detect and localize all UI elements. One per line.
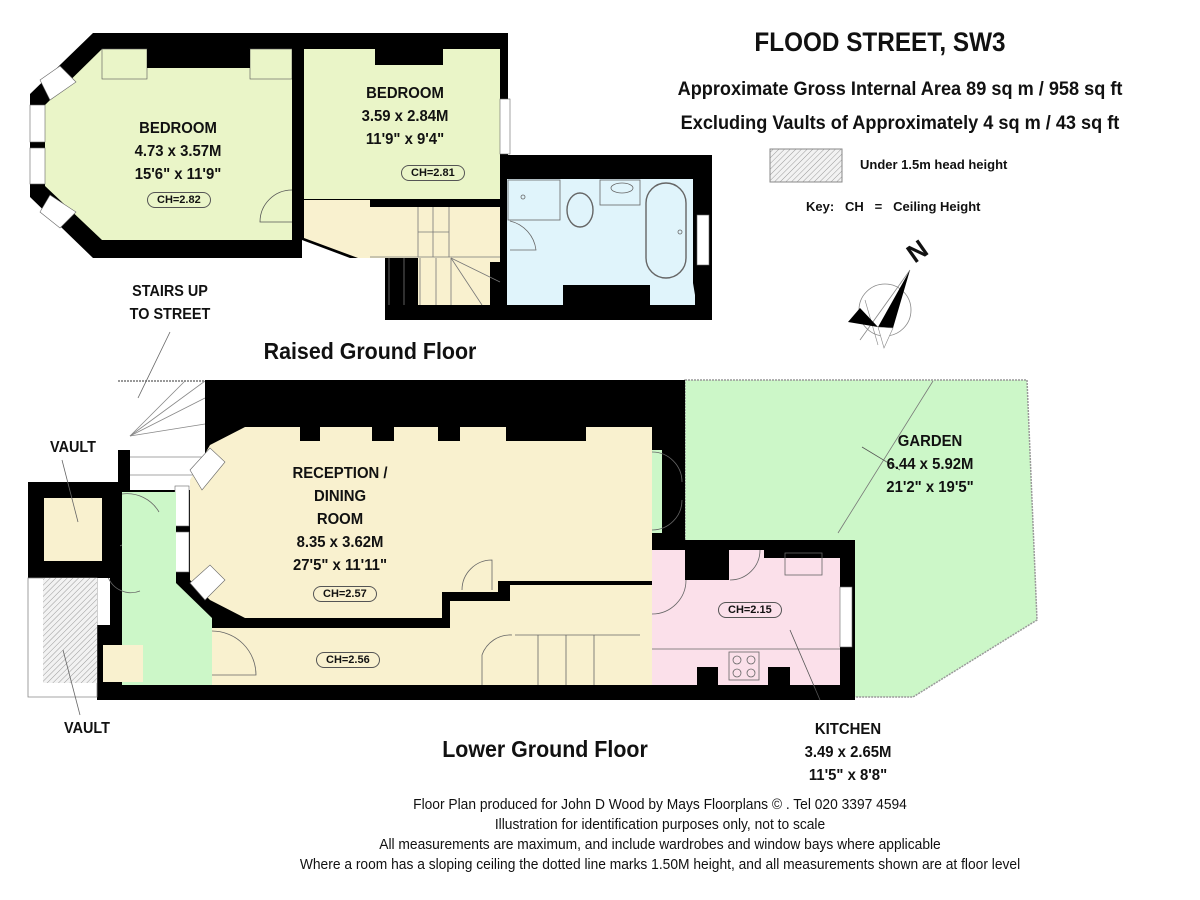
room-size-imperial: 11'9" x 9'4" [365,131,445,148]
room-size-imperial: 27'5" x 11'11" [292,557,388,574]
leader-lines [61,331,171,716]
key-equals: = [874,199,883,214]
footer-disclaimer: Floor Plan produced for John D Wood by M… [274,795,1047,875]
hob-icon [728,651,760,681]
ceiling-height-badge: CH=2.15 [718,602,782,618]
room-size-imperial: 15'6" x 11'9" [134,166,222,183]
bay-window [174,485,190,527]
bedroom-2-label: BEDROOM 3.59 x 2.84M 11'9" x 9'4" [349,82,461,151]
window [839,586,853,648]
bedroom-1-label: BEDROOM 4.73 x 3.57M 15'6" x 11'9" [122,117,234,186]
entrance-hall-floor [122,492,212,685]
raised-ground-floor-title: Raised Ground Floor [263,338,477,364]
vault-label-bottom: VAULT [64,720,110,737]
hatch-legend-label: Under 1.5m head height [860,157,1008,172]
room-size-metric: 8.35 x 3.62M [296,534,384,551]
window [499,98,511,155]
bathroom-floor [507,179,695,305]
bay-window [39,65,77,101]
key-meaning: Ceiling Height [893,199,981,214]
room-name: BEDROOM [366,85,444,102]
room-name: DINING [313,488,367,505]
bay-window [189,447,226,491]
room-name: RECEPTION / [292,465,388,482]
staircase [370,207,501,306]
key-prefix: Key: [806,199,835,214]
room-name: GARDEN [897,433,963,450]
lower-ground-floor [27,379,1038,701]
footer-line-measurements: All measurements are maximum, and includ… [379,836,941,853]
room-name: KITCHEN [814,721,882,738]
garden-label: GARDEN 6.44 x 5.92M 21'2" x 19'5" [874,430,986,499]
bay-window [39,194,77,229]
reception-label: RECEPTION / DINING ROOM 8.35 x 3.62M 27'… [275,462,405,577]
window [696,214,710,266]
stairs-label-line2: TO STREET [129,306,211,323]
bedroom-1-floor [45,49,292,240]
vault-label-top: VAULT [50,439,96,456]
bay-window [174,531,190,573]
room-size-imperial: 11'5" x 8'8" [808,767,888,784]
bay-window [189,564,226,601]
bay-window [29,147,46,185]
footer-line-credit: Floor Plan produced for John D Wood by M… [413,796,907,813]
key-abbr: CH [845,199,864,214]
bay-window [29,104,46,143]
room-name: ROOM [316,511,364,528]
ceiling-height-badge: CH=2.57 [313,586,377,602]
footer-line-sloping: Where a room has a sloping ceiling the d… [299,856,1021,873]
hatch-legend-swatch [769,148,843,183]
room-name: BEDROOM [139,120,217,137]
stairs-label-line1: STAIRS UP [132,283,208,300]
stairs-up-label: STAIRS UP TO STREET [119,280,221,326]
room-size-metric: 6.44 x 5.92M [886,456,974,473]
key-label: Key: CH = Ceiling Height [806,199,980,214]
lower-ground-floor-title: Lower Ground Floor [442,736,648,762]
room-size-metric: 3.49 x 2.65M [804,744,892,761]
raised-ground-floor [29,33,712,320]
compass-icon [848,269,912,349]
room-size-imperial: 21'2" x 19'5" [886,479,974,496]
ceiling-height-badge: CH=2.81 [401,165,465,181]
bathroom-fixtures [507,179,687,279]
hall-cupboards [481,634,640,685]
room-size-metric: 3.59 x 2.84M [361,108,449,125]
footer-line-illustration: Illustration for identification purposes… [494,816,826,833]
kitchen-label: KITCHEN 3.49 x 2.65M 11'5" x 8'8" [792,718,904,787]
ceiling-height-badge: CH=2.56 [316,652,380,668]
gross-area-text: Approximate Gross Internal Area 89 sq m … [677,78,1123,100]
reception-floor [190,427,652,618]
ceiling-height-badge: CH=2.82 [147,192,211,208]
room-size-metric: 4.73 x 3.57M [134,143,222,160]
sink-icon [784,552,823,576]
page-title: FLOOD STREET, SW3 [754,27,1006,57]
vaults-area-text: Excluding Vaults of Approximately 4 sq m… [680,112,1120,134]
